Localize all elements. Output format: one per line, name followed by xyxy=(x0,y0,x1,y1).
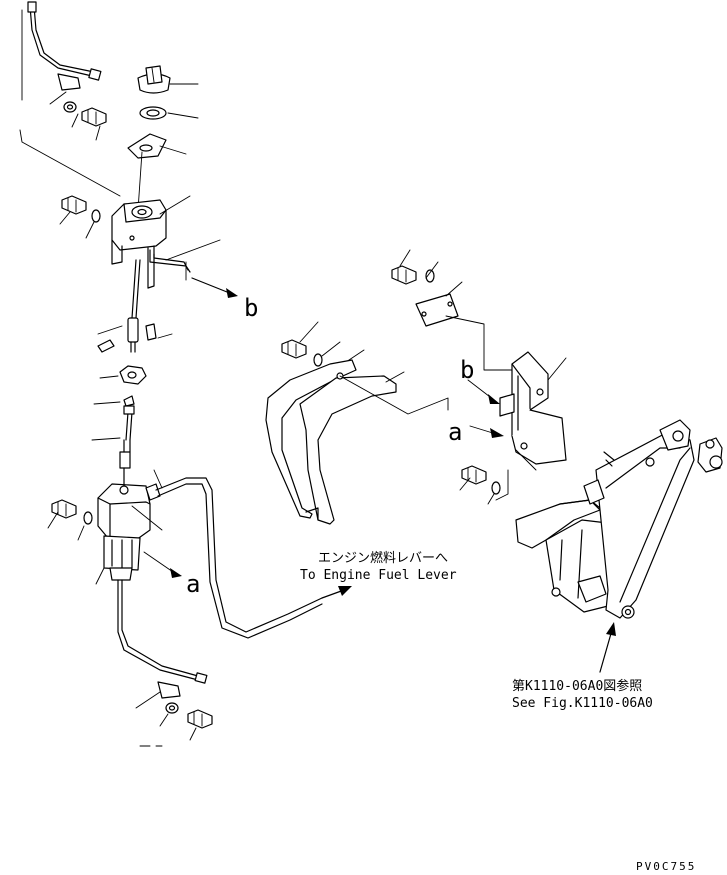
ref-arrow xyxy=(599,629,613,673)
leader-line xyxy=(95,567,105,585)
arrow-head-icon xyxy=(170,568,182,578)
fuel-actuator xyxy=(97,467,161,581)
arrow-head-icon xyxy=(226,288,238,298)
nut xyxy=(119,365,147,385)
pedal-cover xyxy=(265,359,397,525)
leader-line xyxy=(95,125,101,141)
note-engine-lever-jp: エンジン燃料レバーへ xyxy=(318,550,448,566)
bolt-lower xyxy=(187,709,213,729)
leader-line xyxy=(167,112,199,119)
leader-line xyxy=(339,375,449,415)
cable-clip-lower xyxy=(157,681,181,714)
note-see-fig-jp: 第K1110-06A0図参照 xyxy=(512,678,642,694)
callout-b-left: b xyxy=(244,294,258,322)
lower-cable xyxy=(117,579,208,684)
leader-line xyxy=(495,469,509,501)
leader-line xyxy=(299,321,319,343)
plate-bolt xyxy=(391,265,417,285)
clip xyxy=(123,395,135,407)
leader-line xyxy=(131,505,163,531)
cover-washer xyxy=(313,353,323,367)
leader-line xyxy=(19,129,121,197)
lever-bracket xyxy=(111,199,167,289)
leader-line xyxy=(459,477,471,491)
fuel-lever-cable xyxy=(153,469,323,639)
knob xyxy=(137,65,171,94)
leader-line xyxy=(321,341,341,357)
leader-line xyxy=(515,449,537,471)
leader-line xyxy=(385,371,405,383)
callout-a-right: a xyxy=(448,418,462,446)
note-see-fig-en: See Fig.K1110-06A0 xyxy=(512,696,653,711)
arrow-b-left xyxy=(191,277,233,295)
pin-right xyxy=(145,323,157,341)
arrow-head-icon xyxy=(490,428,504,438)
arrow-head-icon xyxy=(338,586,352,596)
lever-rod xyxy=(149,239,221,273)
arrow-head-icon xyxy=(606,622,616,636)
bolt-actuator xyxy=(51,499,77,519)
leader-line xyxy=(445,281,463,297)
leader-line xyxy=(71,113,79,128)
leader-line xyxy=(159,145,187,155)
cable-clip-upper xyxy=(57,73,81,113)
pin-left xyxy=(97,339,115,353)
bracket-bolt xyxy=(461,465,487,485)
plate-top xyxy=(127,133,167,159)
washer-actuator xyxy=(83,511,93,525)
leader-line xyxy=(91,437,121,441)
push-rod xyxy=(127,259,141,353)
bracket-washer xyxy=(491,481,501,495)
cover-plate xyxy=(415,293,459,327)
leader-line xyxy=(445,315,513,371)
note-engine-lever-en: To Engine Fuel Lever xyxy=(300,568,457,583)
drawing-code: PV0C755 xyxy=(636,860,696,873)
leader-line xyxy=(487,493,495,505)
upper-cable xyxy=(27,1,102,81)
leader-line xyxy=(77,525,85,541)
cover-bolt xyxy=(281,339,307,359)
leader-line xyxy=(59,211,71,225)
leader-line xyxy=(189,727,197,741)
leader-line xyxy=(47,511,59,529)
plate-washer xyxy=(425,269,435,283)
leader-line xyxy=(97,325,123,335)
leader-line xyxy=(135,691,161,709)
washer-top xyxy=(139,106,167,120)
bolt-upper xyxy=(81,107,107,127)
leader-line xyxy=(157,333,173,339)
callout-a-left: a xyxy=(186,570,200,598)
link-rod xyxy=(119,405,135,469)
callout-b-right: b xyxy=(460,356,474,384)
leader-line xyxy=(159,195,191,215)
leader-line xyxy=(49,91,67,105)
leader-line xyxy=(85,221,95,239)
leader-line xyxy=(425,261,439,279)
washer-left xyxy=(91,209,101,223)
leader-line xyxy=(547,357,567,381)
leader-line xyxy=(99,375,119,379)
leader-line xyxy=(137,151,143,211)
pedal-frame xyxy=(515,419,723,619)
switch-bracket xyxy=(499,351,567,465)
bolt-left xyxy=(61,195,87,215)
leader-line xyxy=(93,401,121,405)
leader-line xyxy=(399,249,411,267)
leader-line xyxy=(159,713,169,727)
arrow-head-icon xyxy=(488,394,500,404)
